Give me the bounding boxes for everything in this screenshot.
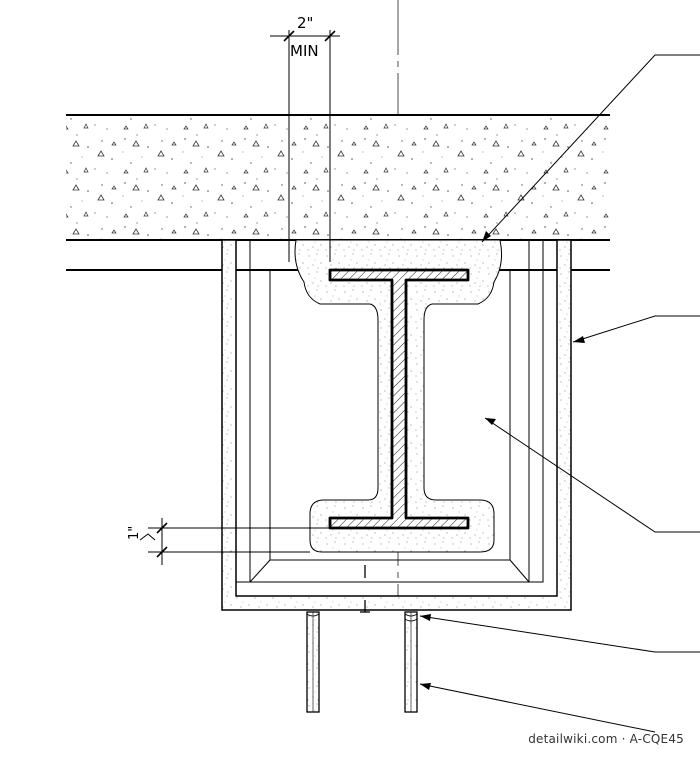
leader-stud-top bbox=[419, 615, 700, 653]
leader-slab bbox=[481, 54, 700, 243]
fastener bbox=[360, 565, 370, 613]
leader-arrowheads bbox=[420, 231, 585, 690]
bottom-dimension bbox=[139, 518, 330, 565]
bottom-value: 1" bbox=[127, 526, 142, 540]
leader-stud bbox=[419, 683, 656, 733]
steel-beam bbox=[328, 268, 470, 530]
clearance-value: 2" bbox=[297, 14, 313, 32]
clearance-dimension bbox=[270, 30, 340, 262]
wall-studs bbox=[306, 611, 418, 713]
leader-beam bbox=[484, 417, 700, 533]
leader-enclosure bbox=[572, 315, 700, 343]
concrete-slab bbox=[66, 114, 610, 241]
watermark: detailwiki.com · A-CQE45 bbox=[528, 732, 684, 746]
leader-lines bbox=[419, 54, 700, 733]
clearance-note: MIN bbox=[290, 42, 319, 60]
interior-framing bbox=[249, 270, 530, 583]
